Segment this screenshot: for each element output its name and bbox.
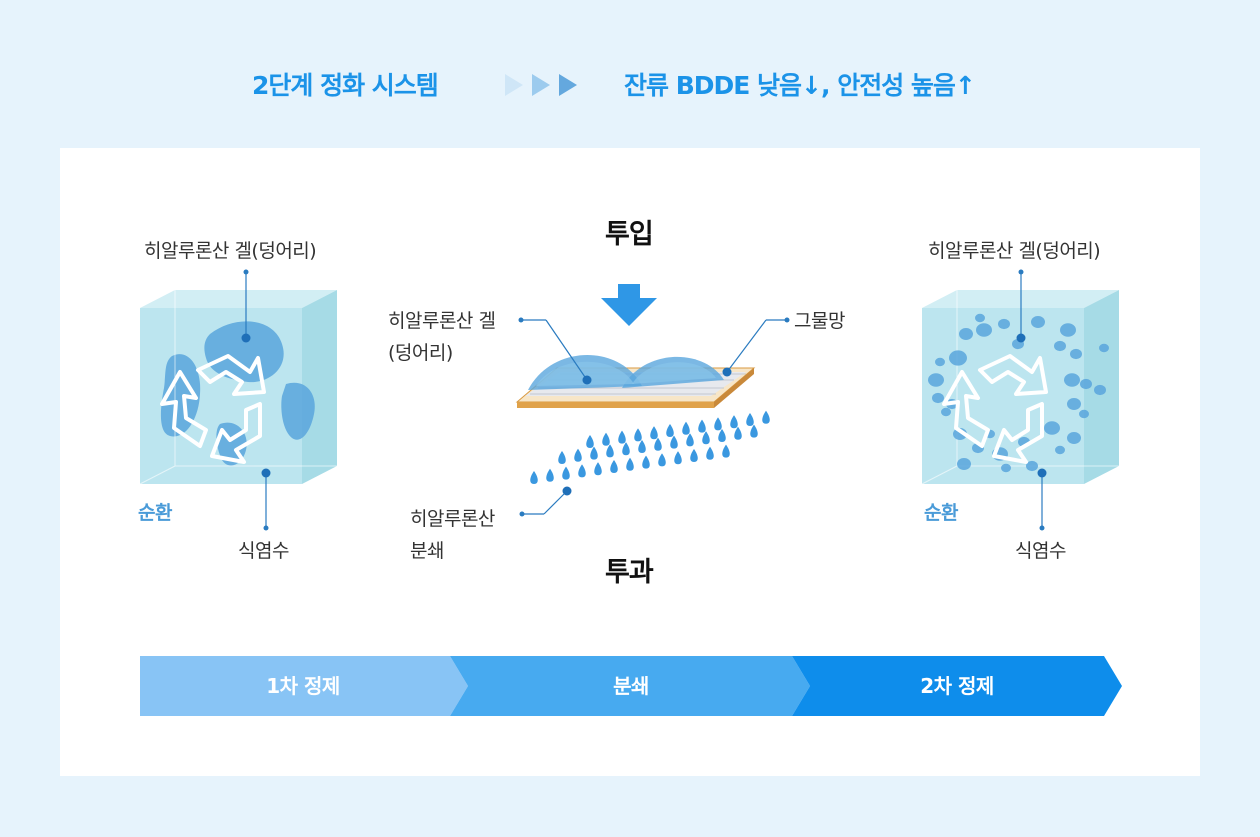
- droplet: [578, 464, 586, 478]
- left-cube: [139, 290, 337, 485]
- gel-bubble: [1067, 398, 1081, 410]
- droplet: [622, 442, 630, 456]
- header-right-title: 잔류 BDDE 낮음↓, 안전성 높음↑: [624, 71, 976, 100]
- droplet: [666, 424, 674, 437]
- left-callouts: [241, 269, 271, 531]
- droplet: [682, 421, 690, 435]
- droplet: [718, 429, 726, 442]
- mesh-label: 그물망: [794, 310, 845, 332]
- gel-bubble: [1055, 445, 1065, 455]
- gel-bubble: [976, 323, 992, 337]
- gel-bubble: [1067, 432, 1081, 444]
- gel-bubble: [932, 392, 944, 404]
- left-cycle-label: 순환: [138, 502, 172, 524]
- droplet: [642, 455, 650, 469]
- gel-bubble: [1026, 460, 1038, 472]
- center-gel-label-line2: (덩어리): [388, 342, 453, 364]
- gel-bubble: [957, 458, 971, 470]
- left-gel-label: 히알루론산 겔(덩어리): [144, 240, 317, 262]
- droplet: [698, 419, 706, 433]
- gel-bubble: [1060, 323, 1076, 337]
- droplet: [590, 446, 598, 460]
- gel-bubble: [941, 407, 951, 417]
- droplet: [706, 446, 714, 460]
- left-saline-label: 식염수: [238, 540, 289, 562]
- droplet: [634, 428, 642, 442]
- droplet: [702, 431, 710, 445]
- gel-bubble: [1080, 378, 1092, 390]
- gel-bubble: [928, 373, 944, 387]
- gel-bubble: [1099, 343, 1109, 353]
- droplet: [762, 410, 770, 424]
- triple-arrow-icon: [505, 74, 577, 96]
- right-cube: [921, 290, 1119, 485]
- gel-bubble: [975, 313, 985, 323]
- gel-bubble: [959, 328, 973, 340]
- droplet: [610, 460, 618, 473]
- droplet: [638, 440, 646, 453]
- droplet: [594, 462, 602, 476]
- droplet: [618, 430, 626, 444]
- droplet: [734, 426, 742, 440]
- gel-bubble: [1079, 409, 1089, 419]
- droplet: [530, 471, 538, 484]
- step-2-label: 분쇄: [613, 674, 649, 698]
- droplet: [670, 435, 678, 449]
- droplet: [674, 451, 682, 465]
- droplet: [730, 415, 738, 429]
- droplet: [650, 426, 658, 440]
- stage-pass-title: 투과: [605, 557, 654, 588]
- droplet: [586, 435, 594, 448]
- droplet: [686, 433, 694, 447]
- gel-bubble: [1070, 348, 1082, 360]
- stage-input-title: 투입: [605, 219, 654, 250]
- gel-bubble: [998, 318, 1010, 330]
- diagram-panel: 히알루론산 겔(덩어리) 순환 식염수 투입 히알루론산 겔 (덩어리) 그물망…: [60, 148, 1200, 776]
- droplet: [626, 457, 634, 471]
- gel-bubble: [1094, 384, 1106, 396]
- center-illustration: [515, 284, 790, 517]
- process-steps: 1차 정제 분쇄 2차 정제: [140, 656, 1122, 716]
- right-callouts: [1016, 269, 1047, 531]
- droplet: [690, 449, 698, 462]
- droplet: [574, 448, 582, 462]
- header-left-title: 2단계 정화 시스템: [252, 71, 439, 100]
- header: 2단계 정화 시스템 잔류 BDDE 낮음↓, 안전성 높음↑: [0, 62, 1260, 106]
- gel-bubble: [1054, 340, 1066, 352]
- gel-bubble: [1064, 373, 1080, 387]
- crush-label-line2: 분쇄: [410, 540, 444, 562]
- right-gel-label: 히알루론산 겔(덩어리): [928, 240, 1101, 262]
- purification-illustration: [139, 269, 1119, 531]
- droplet: [606, 444, 614, 458]
- droplet: [746, 413, 754, 426]
- droplet: [722, 444, 730, 458]
- droplet: [602, 432, 610, 446]
- gel-bubble: [1044, 421, 1060, 435]
- center-gel-label-line1: 히알루론산 겔: [388, 310, 496, 332]
- droplet: [654, 437, 662, 451]
- down-arrow-icon: [601, 284, 657, 326]
- process-steps-arrow: [140, 656, 1122, 716]
- gel-bubble: [1031, 316, 1045, 328]
- droplet: [562, 466, 570, 480]
- droplet: [558, 451, 566, 464]
- droplet: [714, 417, 722, 431]
- droplet: [750, 424, 758, 438]
- droplet: [546, 468, 554, 482]
- right-saline-label: 식염수: [1015, 540, 1066, 562]
- droplet: [658, 453, 666, 467]
- step-3-label: 2차 정제: [920, 674, 994, 698]
- gel-bubble: [1001, 463, 1011, 473]
- crush-label-line1: 히알루론산: [410, 508, 495, 530]
- gel-bubble: [935, 357, 945, 367]
- gel-bubble: [949, 350, 967, 366]
- right-cycle-label: 순환: [924, 502, 958, 524]
- step-1-label: 1차 정제: [266, 674, 340, 698]
